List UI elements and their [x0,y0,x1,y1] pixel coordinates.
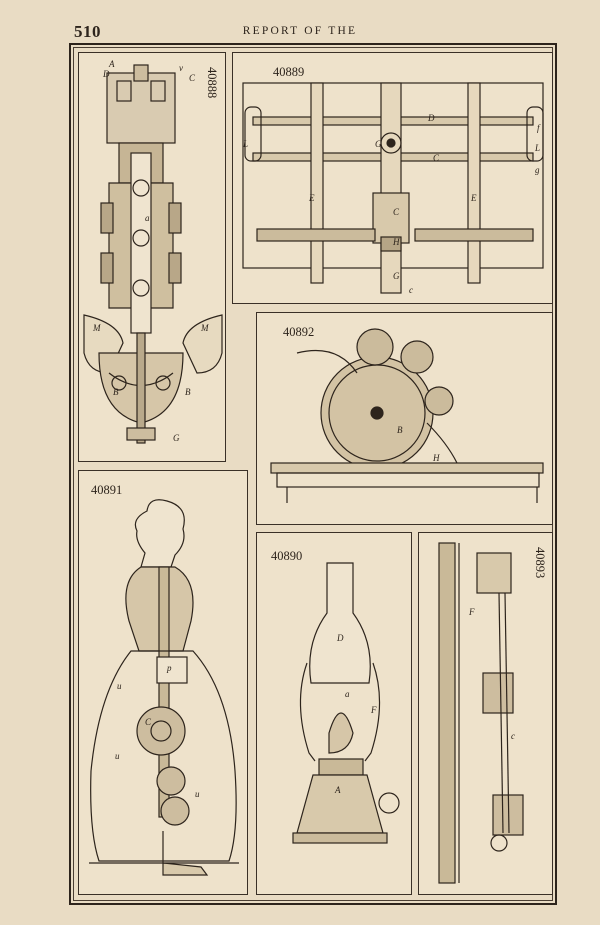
fig-label-F: F [469,607,475,617]
panel-40890: 40890 D a F A [256,532,412,895]
fig-label-G: G [173,433,180,443]
fig-label-f: f [537,123,540,133]
panel-40892: 40892 B H [256,312,553,525]
patent-number-40891: 40891 [91,483,123,497]
drawing-40891 [89,499,239,876]
page-number: 510 [74,22,101,41]
fig-label-g: g [535,165,540,175]
fig-label-C: C [189,73,196,83]
fig-label-a: a [345,689,350,699]
panel-40888: 40888 A D v C a M M B B G [78,52,226,462]
fig-label-M-left: M [93,323,101,333]
labels-40888: 40888 A D v C a M M B B G [79,53,225,461]
fig-label-C-lower: C [393,207,400,217]
panel-40893: 40893 F c [418,532,553,895]
fig-label-p: p [167,663,172,673]
fig-label-E-right: E [471,193,477,203]
fig-label-B-left: B [113,387,119,397]
patent-number-40893: 40893 [533,547,547,579]
drawing-40888 [83,64,223,444]
labels-40893: 40893 F c [419,533,552,894]
patent-number-40889: 40889 [273,65,305,79]
drawing-40889 [242,82,544,294]
panel-40889: 40889 D G C E E C H G c L L f g [232,52,553,304]
drawing-40892 [270,328,544,503]
plate-outer-frame [69,43,557,905]
fig-label-C: C [145,717,152,727]
labels-40889: 40889 D G C E E C H G c L L f g [233,53,552,303]
fig-label-E-left: E [309,193,315,203]
fig-label-B-right: B [185,387,191,397]
fig-label-D: D [428,113,435,123]
fig-label-G-lower: G [393,271,400,281]
panel-40891: 40891 p u C u u [78,470,248,895]
fig-label-A: A [335,785,341,795]
fig-label-C: C [433,153,440,163]
patent-number-40892: 40892 [283,325,315,339]
fig-label-v: v [179,63,183,73]
fig-label-D: D [103,69,110,79]
fig-label-a: a [145,213,150,223]
fig-label-c: c [409,285,413,295]
patent-number-40888: 40888 [205,67,219,99]
drawing-40893 [438,542,524,884]
labels-40890: 40890 D a F A [257,533,411,894]
fig-label-M-right: M [201,323,209,333]
fig-label-L-right: L [535,143,541,153]
page-header: 510 REPORT OF THE [0,18,600,44]
running-head: REPORT OF THE [242,25,358,37]
fig-label-H: H [433,453,440,463]
fig-label-c: c [511,731,515,741]
labels-40891: 40891 p u C u u [79,471,247,894]
drawing-40890 [292,562,400,844]
fig-label-A: A [109,59,115,69]
fig-label-H: H [393,237,400,247]
fig-label-F: F [371,705,377,715]
fig-label-L-left: L [243,139,249,149]
patent-number-40890: 40890 [271,549,303,563]
fig-label-G: G [375,139,382,149]
fig-label-u-3: u [195,789,200,799]
fig-label-u-1: u [117,681,122,691]
fig-label-B: B [397,425,403,435]
fig-label-u-2: u [115,751,120,761]
fig-label-D: D [337,633,344,643]
labels-40892: 40892 B H [257,313,552,524]
